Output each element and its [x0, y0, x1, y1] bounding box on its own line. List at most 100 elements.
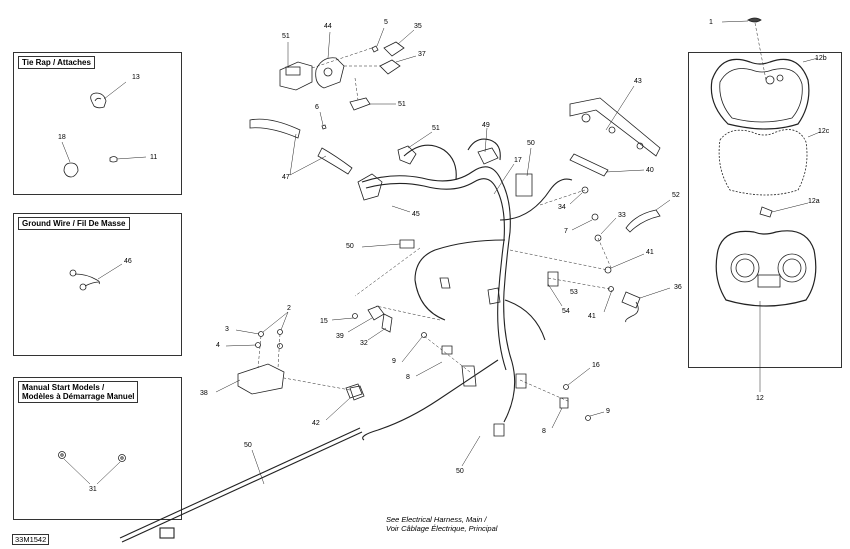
callout-51a: 51	[282, 33, 290, 40]
inset-title-line1: Manual Start Models /	[22, 383, 105, 392]
callout-50d: 50	[456, 468, 464, 475]
callout-37: 37	[418, 51, 426, 58]
drawing-reference-code: 33M1542	[12, 534, 50, 545]
callout-40: 40	[646, 167, 654, 174]
callout-36: 36	[674, 284, 682, 291]
manual-start-31-parts	[58, 451, 126, 485]
screw-15	[352, 313, 358, 319]
callout-34: 34	[558, 204, 566, 211]
connector-35	[383, 41, 405, 57]
bracket-8a	[441, 345, 453, 355]
bracket-43	[569, 85, 661, 157]
screw-6	[321, 124, 327, 130]
callout-2: 2	[287, 305, 291, 312]
callout-8a: 8	[406, 374, 410, 381]
inset-title-line2: Modèles à Démarrage Manuel	[22, 392, 135, 401]
callout-49: 49	[482, 122, 490, 129]
callout-44: 44	[324, 23, 332, 30]
callout-35: 35	[414, 23, 422, 30]
note-line1: See Electrical Harness, Main /	[386, 515, 487, 524]
screw-16	[563, 384, 569, 390]
callout-51c: 51	[432, 125, 440, 132]
tie-rap-18-part	[61, 141, 79, 178]
harness-connectors	[345, 145, 559, 437]
callout-42: 42	[312, 420, 320, 427]
callout-53: 53	[570, 289, 578, 296]
inset-tie-rap: Tie Rap / Attaches	[13, 52, 182, 195]
bracket-52	[625, 199, 671, 233]
switch-module-51	[279, 42, 313, 91]
callout-52: 52	[672, 192, 680, 199]
bracket-8b	[559, 397, 569, 409]
strap-40	[569, 153, 645, 177]
washer-7	[591, 213, 599, 221]
leader-17	[493, 163, 515, 195]
callout-46: 46	[124, 258, 132, 265]
note-line2: Voir Câblage Électrique, Principal	[386, 524, 498, 533]
callout-7: 7	[564, 228, 568, 235]
callout-9b: 9	[606, 408, 610, 415]
clip-39	[367, 305, 385, 321]
callout-15: 15	[320, 318, 328, 325]
callout-50b: 50	[346, 243, 354, 250]
inset-manual-start: Manual Start Models / Modèles à Démarrag…	[13, 377, 182, 520]
connector-51b	[349, 97, 371, 111]
callout-38: 38	[200, 390, 208, 397]
ground-wire-46-part	[69, 263, 123, 291]
callout-32: 32	[360, 340, 368, 347]
inset-title: Tie Rap / Attaches	[18, 56, 95, 69]
grommet-42	[349, 385, 365, 401]
callout-11: 11	[150, 154, 158, 161]
inset-ground-wire: Ground Wire / Fil De Masse	[13, 213, 182, 356]
inset-title: Ground Wire / Fil De Masse	[18, 217, 130, 230]
callout-16: 16	[592, 362, 600, 369]
callout-17: 17	[514, 157, 522, 164]
callout-9a: 9	[392, 358, 396, 365]
callout-50c: 50	[244, 442, 252, 449]
callout-54: 54	[562, 308, 570, 315]
connector-37	[379, 59, 401, 75]
inset-cluster	[688, 52, 842, 368]
callout-6: 6	[315, 104, 319, 111]
screw-5	[371, 45, 379, 53]
callout-41b: 41	[588, 313, 596, 320]
callout-12c: 12c	[818, 128, 830, 135]
bracket-32	[381, 313, 393, 333]
module-38	[215, 363, 285, 395]
callout-33: 33	[618, 212, 626, 219]
callout-8b: 8	[542, 428, 546, 435]
callout-47: 47	[282, 174, 290, 181]
cluster-assembly	[710, 17, 821, 392]
main-harness-45	[119, 138, 573, 543]
callout-4: 4	[216, 342, 220, 349]
screw-53	[608, 286, 614, 292]
washer-33	[594, 234, 602, 242]
callout-43: 43	[634, 78, 642, 85]
nut-9a	[421, 332, 427, 338]
nut-41	[604, 266, 612, 274]
conduit-47	[249, 118, 353, 176]
callout-12a: 12a	[808, 198, 820, 205]
nut-9b	[585, 415, 591, 421]
callout-12b: 12b	[815, 55, 827, 62]
callout-51b: 51	[398, 101, 406, 108]
nut-34	[581, 186, 589, 194]
callout-39: 39	[336, 333, 344, 340]
harness-reference-note: See Electrical Harness, Main / Voir Câbl…	[386, 515, 497, 533]
sensor-36	[621, 287, 671, 323]
callout-18: 18	[58, 134, 66, 141]
callout-1: 1	[709, 19, 713, 26]
callout-12: 12	[756, 395, 764, 402]
tie-rap-11-part	[109, 156, 147, 163]
callout-13: 13	[132, 74, 140, 81]
inset-title: Manual Start Models / Modèles à Démarrag…	[18, 381, 139, 403]
tie-rap-13-part	[90, 81, 127, 109]
bracket-44	[315, 31, 345, 89]
callout-5: 5	[384, 19, 388, 26]
callout-3: 3	[225, 326, 229, 333]
callout-45: 45	[412, 211, 420, 218]
callout-50a: 50	[527, 140, 535, 147]
callout-41a: 41	[646, 249, 654, 256]
